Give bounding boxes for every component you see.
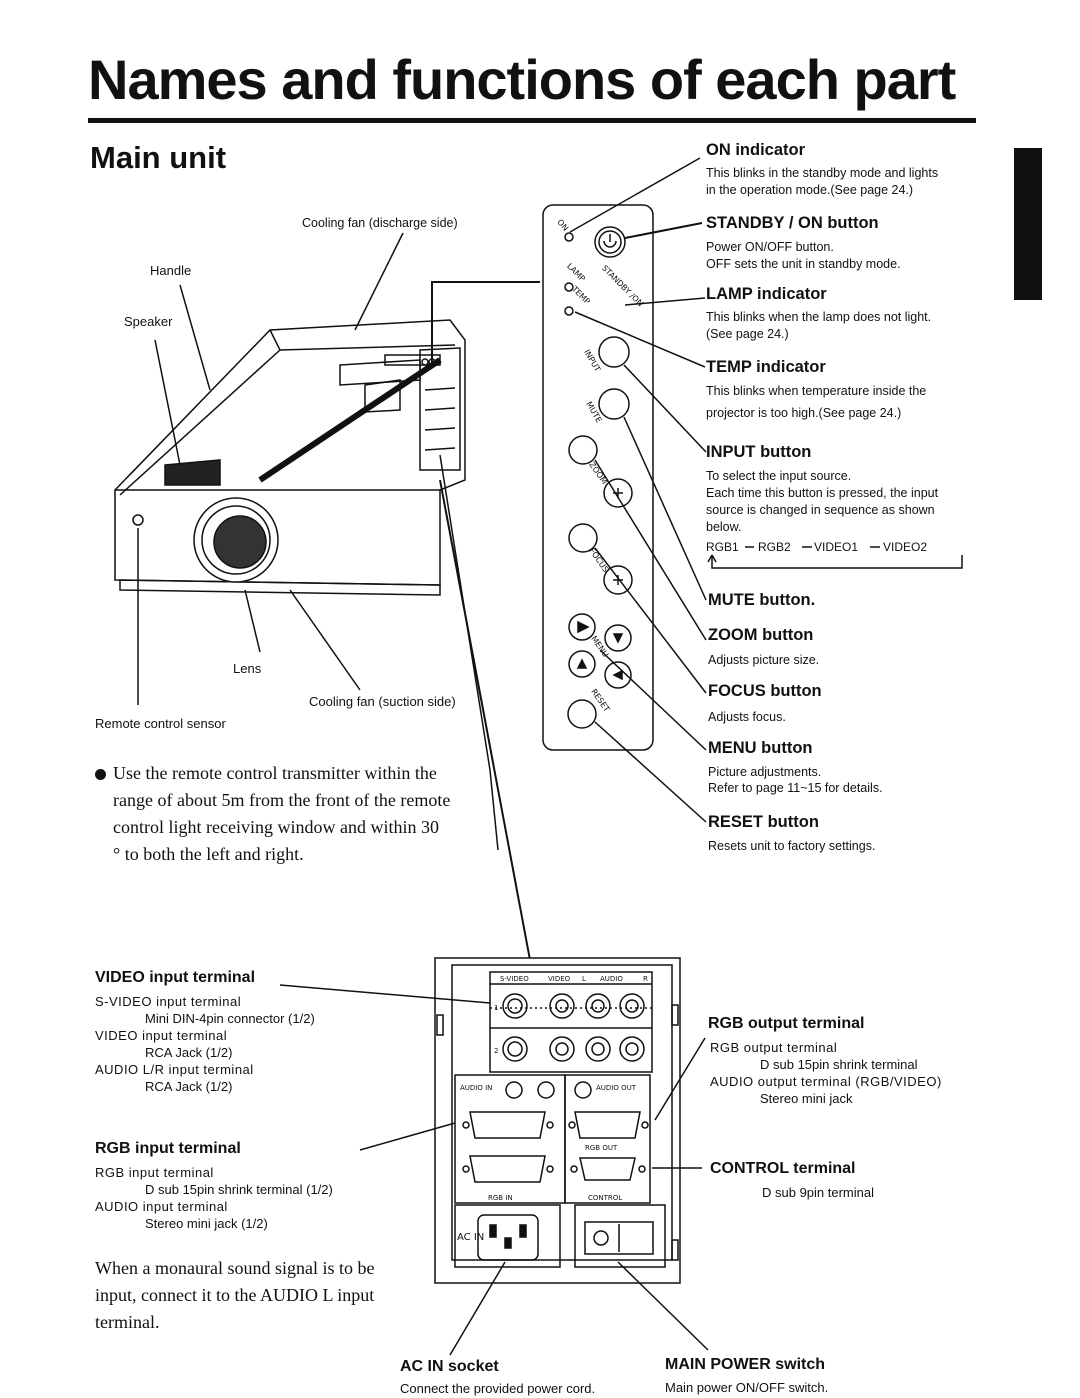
label-cooling-fan-suction: Cooling fan (suction side)	[309, 694, 456, 709]
term-video-title: VIDEO input terminal	[95, 969, 256, 986]
bullet-dot	[95, 769, 106, 780]
chapter-tab	[1014, 148, 1042, 300]
term-rgbin-line4: Stereo mini jack (1/2)	[145, 1216, 268, 1231]
func-temp-title: TEMP indicator	[706, 358, 826, 376]
input-seq-rgb1: RGB1	[706, 540, 739, 554]
label-cooling-fan-discharge: Cooling fan (discharge side)	[302, 216, 458, 230]
rear-label-l: L	[582, 975, 586, 983]
label-remote-sensor: Remote control sensor	[95, 716, 226, 731]
term-rgbin-title: RGB input terminal	[95, 1140, 241, 1157]
term-ac-title: AC IN socket	[400, 1358, 499, 1375]
func-standby-line2: OFF sets the unit in standby mode.	[706, 257, 901, 271]
rear-label-rgb-in: RGB IN	[488, 1194, 513, 1202]
rear-label-video: VIDEO	[548, 975, 571, 983]
term-control-line1: D sub 9pin terminal	[762, 1185, 874, 1200]
func-reset-title: RESET button	[708, 813, 819, 831]
input-seq-video2: VIDEO2	[883, 540, 928, 554]
section-title: Main unit	[90, 140, 227, 175]
rear-label-audio-out: AUDIO OUT	[596, 1084, 637, 1092]
func-input-line3: source is changed in sequence as shown	[706, 503, 935, 517]
label-lens: Lens	[233, 661, 262, 676]
term-rgbin-line3: AUDIO input terminal	[95, 1199, 228, 1214]
term-ac-line1: Connect the provided power cord.	[400, 1381, 596, 1396]
func-standby-title: STANDBY / ON button	[706, 214, 879, 232]
func-temp-line1: This blinks when temperature inside the	[706, 384, 927, 398]
func-menu-line2: Refer to page 11~15 for details.	[708, 781, 883, 795]
term-rgbout-title: RGB output terminal	[708, 1015, 865, 1032]
remote-note-line3: control light receiving window and withi…	[113, 817, 439, 837]
term-control-title: CONTROL terminal	[710, 1160, 856, 1177]
term-video-line6: RCA Jack (1/2)	[145, 1079, 233, 1094]
func-lamp-line2: (See page 24.)	[706, 327, 789, 341]
func-zoom-title: ZOOM button	[708, 626, 814, 644]
func-lamp-title: LAMP indicator	[706, 285, 827, 303]
term-video-line5: AUDIO L/R input terminal	[95, 1062, 254, 1077]
rear-label-ac-in: AC IN	[457, 1232, 484, 1243]
func-temp-line2: projector is too high.(See page 24.)	[706, 406, 902, 420]
func-zoom-line1: Adjusts picture size.	[708, 653, 820, 667]
func-input-line4: below.	[706, 520, 742, 534]
label-speaker: Speaker	[124, 314, 173, 329]
func-input-line1: To select the input source.	[706, 469, 852, 483]
func-focus-title: FOCUS button	[708, 682, 822, 700]
rear-label-r: R	[643, 975, 648, 983]
rear-label-2: 2	[494, 1047, 498, 1055]
remote-note-line4: ° to both the left and right.	[113, 844, 304, 864]
func-menu-line1: Picture adjustments.	[708, 765, 822, 779]
term-video-line4: RCA Jack (1/2)	[145, 1045, 233, 1060]
term-video-line3: VIDEO input terminal	[95, 1028, 228, 1043]
rear-label-audio: AUDIO	[600, 975, 623, 983]
title-underline	[88, 118, 976, 123]
remote-note: Use the remote control transmitter withi…	[95, 760, 495, 868]
term-rgbout-line2: D sub 15pin shrink terminal	[760, 1057, 918, 1072]
remote-note-line1: Use the remote control transmitter withi…	[113, 763, 437, 783]
func-input-title: INPUT button	[706, 443, 812, 461]
func-input-line2: Each time this button is pressed, the in…	[706, 486, 939, 500]
term-power-title: MAIN POWER switch	[665, 1356, 826, 1373]
rear-label-control: CONTROL	[588, 1194, 622, 1202]
func-focus-line1: Adjusts focus.	[708, 710, 786, 724]
label-handle: Handle	[150, 263, 192, 278]
func-on-line2: in the operation mode.(See page 24.)	[706, 183, 914, 197]
term-rgbout-line4: Stereo mini jack	[760, 1091, 853, 1106]
page-title: Names and functions of each part	[88, 48, 956, 111]
func-standby-line1: Power ON/OFF button.	[706, 240, 834, 254]
term-rgbout-line3: AUDIO output terminal (RGB/VIDEO)	[710, 1074, 942, 1089]
monaural-note: When a monaural sound signal is to be in…	[95, 1258, 375, 1332]
term-rgbout-line1: RGB output terminal	[710, 1040, 838, 1055]
input-seq-rgb2: RGB2	[758, 540, 791, 554]
term-rgbin-line1: RGB input terminal	[95, 1165, 214, 1180]
term-video-line1: S-VIDEO input terminal	[95, 994, 242, 1009]
rear-panel-drawing	[434, 957, 681, 1284]
func-reset-line1: Resets unit to factory settings.	[708, 839, 876, 853]
rear-label-svideo: S-VIDEO	[500, 975, 529, 983]
func-on-line1: This blinks in the standby mode and ligh…	[706, 166, 939, 180]
rear-label-audio-in: AUDIO IN	[460, 1084, 492, 1092]
term-video-line2: Mini DIN-4pin connector (1/2)	[145, 1011, 315, 1026]
func-on-title: ON indicator	[706, 141, 806, 159]
input-seq-video1: VIDEO1	[814, 540, 859, 554]
rear-label-1: 1	[494, 1004, 498, 1012]
projector-drawing	[114, 319, 466, 596]
func-mute-title: MUTE button.	[708, 591, 816, 609]
remote-note-line2: range of about 5m from the front of the …	[113, 790, 451, 810]
func-lamp-line1: This blinks when the lamp does not light…	[706, 310, 932, 324]
rear-label-rgb-out: RGB OUT	[585, 1144, 618, 1152]
func-menu-title: MENU button	[708, 739, 813, 757]
term-rgbin-line2: D sub 15pin shrink terminal (1/2)	[145, 1182, 333, 1197]
term-power-line1: Main power ON/OFF switch.	[665, 1380, 829, 1395]
